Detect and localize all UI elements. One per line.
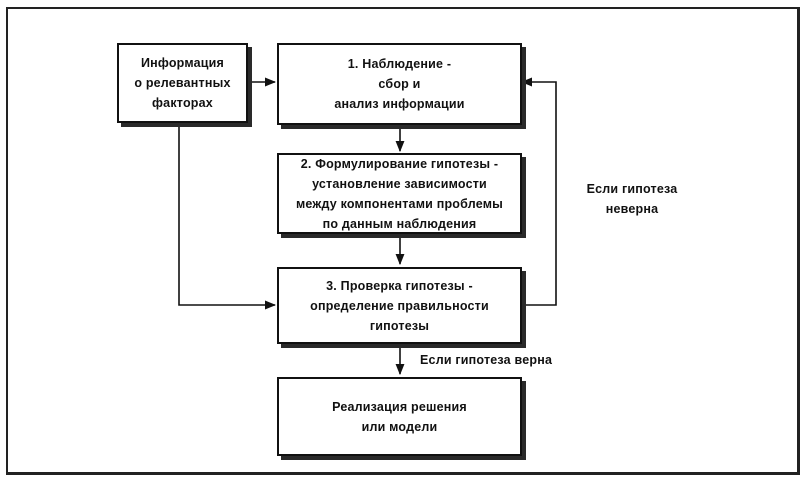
result-line: или модели bbox=[361, 419, 438, 434]
step2-hypothesis-box: 2. Формулирование гипотезы - установлени… bbox=[277, 153, 522, 234]
label-hypothesis-wrong: Если гипотеза неверна bbox=[572, 179, 692, 219]
diagram-frame bbox=[6, 7, 800, 475]
info-box-line: Информация bbox=[140, 56, 225, 70]
step1-line: анализ информации bbox=[334, 97, 465, 111]
step1-line: сбор и bbox=[378, 77, 421, 91]
label-wrong-line: Если гипотеза bbox=[586, 182, 678, 196]
arrow-info-to-step3 bbox=[178, 125, 277, 310]
step3-line: 3. Проверка гипотезы - bbox=[326, 278, 473, 293]
label-wrong-line: неверна bbox=[605, 202, 659, 216]
step3-line: гипотезы bbox=[369, 318, 430, 333]
step2-line: 2. Формулирование гипотезы - bbox=[300, 156, 499, 171]
step1-observation-box: 1. Наблюдение - сбор и анализ информации bbox=[277, 43, 522, 125]
result-implementation-box: Реализация решения или модели bbox=[277, 377, 522, 456]
step2-line: по данным наблюдения bbox=[322, 216, 477, 231]
info-factors-box: Информация о релевантных факторах bbox=[117, 43, 248, 123]
info-box-line: о релевантных bbox=[134, 76, 231, 90]
arrow-step3-feedback-to-step1 bbox=[520, 77, 557, 306]
step1-line: 1. Наблюдение - bbox=[347, 57, 452, 71]
step2-line: установление зависимости bbox=[312, 176, 487, 191]
step2-line: между компонентами проблемы bbox=[295, 196, 504, 211]
label-hypothesis-right: Если гипотеза верна bbox=[420, 353, 553, 367]
step3-verification-box: 3. Проверка гипотезы - определение прави… bbox=[277, 267, 522, 344]
info-box-line: факторах bbox=[152, 96, 213, 110]
step3-line: определение правильности bbox=[310, 298, 489, 313]
result-line: Реализация решения bbox=[332, 399, 467, 414]
